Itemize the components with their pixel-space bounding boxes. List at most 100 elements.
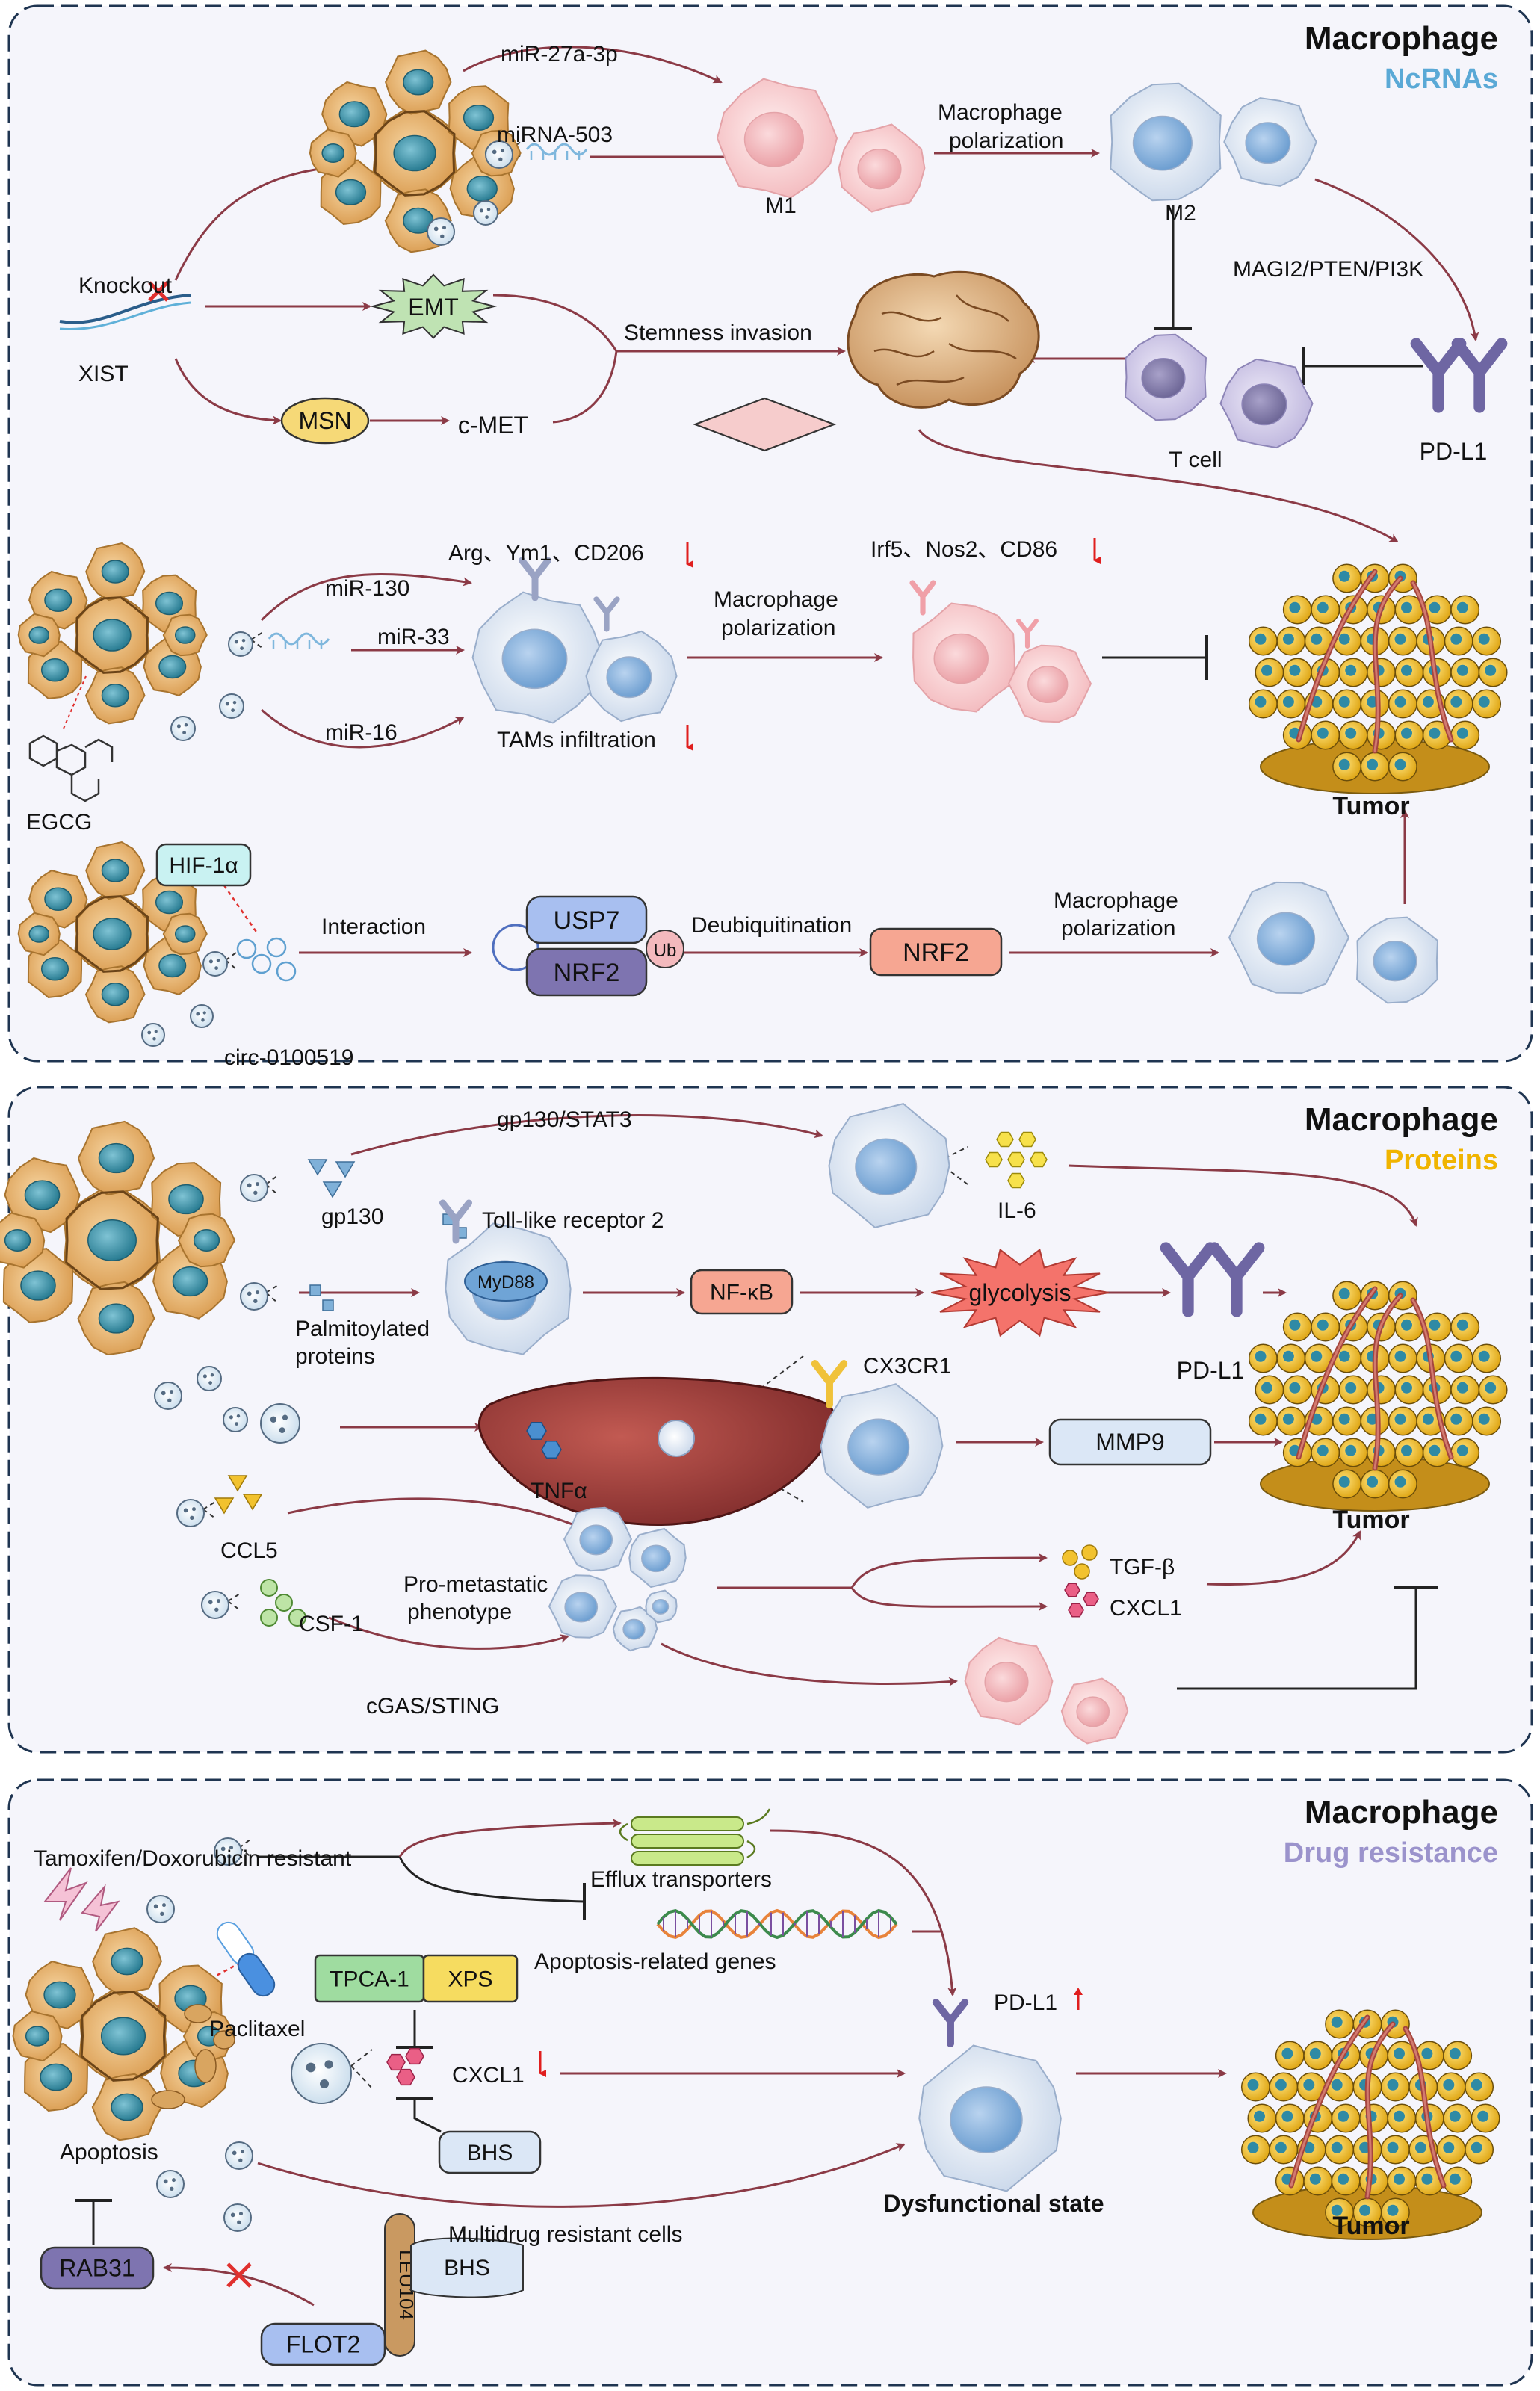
inhibition-rab31-apoptosis bbox=[75, 2199, 112, 2245]
circrna-icon bbox=[266, 937, 287, 958]
tlr2-label: Toll-like receptor 2 bbox=[482, 1208, 664, 1233]
vesicle-dot bbox=[171, 2178, 176, 2183]
tumor-vessel-highlight bbox=[1411, 581, 1453, 741]
xist-strand bbox=[59, 294, 191, 324]
tumor-cell-nucleus bbox=[1247, 2079, 1259, 2091]
inhibition-stem bbox=[1177, 1588, 1417, 1690]
nrf2-box-label: NRF2 bbox=[903, 938, 969, 967]
panel-title: Macrophage bbox=[1305, 20, 1498, 57]
m2-label: M2 bbox=[1165, 201, 1196, 226]
cancer-nucleus bbox=[40, 956, 69, 981]
tumor-cell-nucleus bbox=[1387, 2204, 1399, 2216]
tumor-cell-nucleus bbox=[1359, 2204, 1371, 2216]
myd88-shape bbox=[464, 1261, 548, 1302]
inhibition-bhs-cxcl1 bbox=[396, 2097, 442, 2133]
tumor-cell-nucleus bbox=[1456, 601, 1468, 613]
nfkb-box: NF-κB bbox=[690, 1269, 794, 1315]
receptor-icon bbox=[909, 580, 936, 616]
arrow-cxcl1 bbox=[850, 1587, 1048, 1612]
inhibition-pdl1-tcell bbox=[1302, 347, 1423, 385]
receptor-icon bbox=[519, 557, 551, 601]
bhs-box-label: BHS bbox=[467, 2141, 513, 2165]
inhibition-tamoxifen-apoptosis bbox=[258, 1855, 586, 1920]
tumor-cell-nucleus bbox=[1338, 570, 1350, 582]
t-cell-nucleus bbox=[1141, 358, 1186, 399]
myd88-label: MyD88 bbox=[477, 1272, 534, 1293]
tumor-cell-nucleus bbox=[1367, 758, 1379, 770]
brain-shape bbox=[847, 270, 1040, 409]
tumor-cell-nucleus bbox=[1449, 2110, 1461, 2122]
vesicle-dot bbox=[202, 1011, 206, 1015]
tumor-cell-nucleus bbox=[1450, 696, 1462, 708]
tumor-cell-nucleus bbox=[1338, 1287, 1350, 1299]
vesicle-dot bbox=[232, 2150, 237, 2156]
prometastatic-label: phenotype bbox=[407, 1600, 512, 1624]
vesicle-dot bbox=[191, 1507, 197, 1512]
receptor-shape bbox=[1451, 338, 1508, 413]
mmp9-box-label: MMP9 bbox=[1095, 1429, 1164, 1456]
polarization-label: Macrophage bbox=[938, 100, 1063, 125]
tumor-cell-nucleus bbox=[1422, 1413, 1434, 1425]
brain-fold bbox=[956, 294, 1009, 322]
cancer-nucleus bbox=[155, 591, 184, 616]
brain-fold bbox=[873, 348, 935, 358]
m2-macrophage-small bbox=[1223, 97, 1317, 187]
pdl1-label: PD-L1 bbox=[1420, 438, 1488, 465]
vesicle-membrane bbox=[485, 140, 513, 169]
cancer-nucleus bbox=[4, 1228, 31, 1252]
bhs-box: BHS bbox=[438, 2130, 542, 2174]
myd88-node: MyD88 bbox=[464, 1261, 548, 1302]
circrna-label: circ-0100519 bbox=[224, 1045, 353, 1070]
cancer-cluster-hif bbox=[17, 841, 208, 1024]
dashed-link bbox=[202, 1501, 216, 1510]
msn-node: MSN bbox=[280, 397, 370, 445]
tumor-cell-nucleus bbox=[1317, 601, 1329, 613]
vesicle-dot bbox=[324, 2060, 333, 2069]
vesicle-dot bbox=[255, 1290, 260, 1295]
ub-label: Ub bbox=[654, 941, 677, 961]
tumor-cell-nucleus bbox=[1282, 1350, 1294, 1362]
mmp9-box: MMP9 bbox=[1048, 1418, 1212, 1466]
tumor-cell-nucleus bbox=[1275, 2079, 1287, 2091]
nfkb-box-label: NF-κB bbox=[710, 1281, 773, 1305]
cancer-nucleus bbox=[101, 859, 129, 882]
apoptotic-body-icon bbox=[213, 2030, 235, 2050]
vesicle-icon bbox=[146, 1895, 175, 1923]
lightning-bolt bbox=[81, 1884, 120, 1932]
gp130-triangle-icon bbox=[307, 1159, 328, 1176]
macrophage-cluster-nucleus bbox=[579, 1524, 613, 1556]
brain-fold bbox=[881, 311, 942, 322]
vesicle-dot bbox=[201, 1018, 205, 1022]
vesicle-dot bbox=[492, 149, 497, 155]
rab31-box-label: RAB31 bbox=[59, 2255, 134, 2282]
tumor-cell-nucleus bbox=[1394, 2047, 1405, 2059]
vesicle-icon bbox=[485, 140, 513, 169]
vesicle-dot bbox=[216, 958, 220, 962]
line-cmet-merge bbox=[552, 350, 618, 424]
apoptosis-label: Apoptosis bbox=[60, 2140, 158, 2165]
macrophage-m2 bbox=[471, 591, 604, 724]
macrophage-nrf2-nucleus bbox=[1256, 912, 1316, 966]
transporter-helix bbox=[631, 1816, 744, 1831]
xist-strand bbox=[59, 301, 191, 330]
flot2-box: FLOT2 bbox=[260, 2322, 386, 2366]
tumor-cell-nucleus bbox=[1394, 2110, 1405, 2122]
vesicle-icon bbox=[176, 1499, 205, 1527]
receptor-shape bbox=[811, 1360, 848, 1408]
vesicle-dot bbox=[241, 638, 246, 643]
cancer-nucleus bbox=[338, 101, 370, 128]
tumor-vessel-highlight bbox=[1297, 570, 1376, 741]
macrophage-m1-small bbox=[1007, 644, 1092, 723]
glycolysis-shape bbox=[931, 1248, 1109, 1337]
tumor-cell-nucleus bbox=[1338, 2110, 1349, 2122]
tumor-cell-nucleus bbox=[1254, 2110, 1265, 2122]
macrophage-m1-proteins-nucleus bbox=[984, 1662, 1029, 1703]
vesicle-icon bbox=[427, 217, 455, 246]
arrow-xist-msn bbox=[174, 358, 282, 425]
il6-label: IL-6 bbox=[998, 1198, 1036, 1223]
liver-shape bbox=[477, 1376, 835, 1526]
pdl1-label-2: PD-L1 bbox=[1177, 1357, 1245, 1384]
inhibition-stem bbox=[413, 2098, 442, 2133]
tumor-cell-nucleus bbox=[1311, 1350, 1323, 1362]
